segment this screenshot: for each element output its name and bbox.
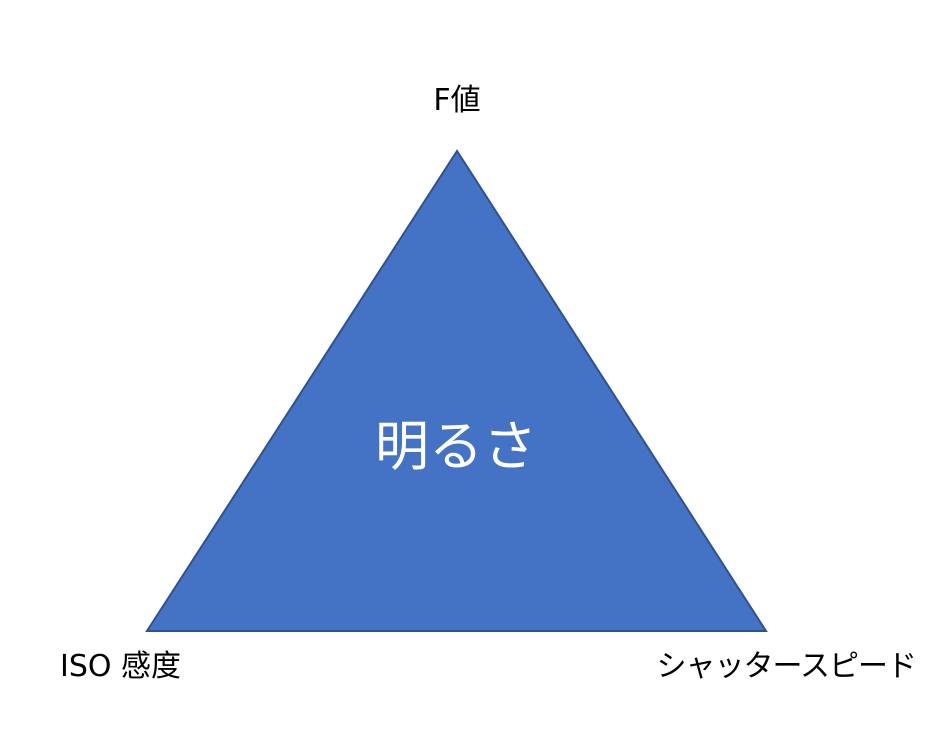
f-value-label: F値 <box>433 83 481 118</box>
brightness-label: 明るさ <box>375 415 537 478</box>
iso-sensitivity-label: ISO 感度 <box>60 649 182 684</box>
brightness-triangle <box>145 149 768 632</box>
shutter-speed-label: シャッタースピード <box>656 649 917 684</box>
